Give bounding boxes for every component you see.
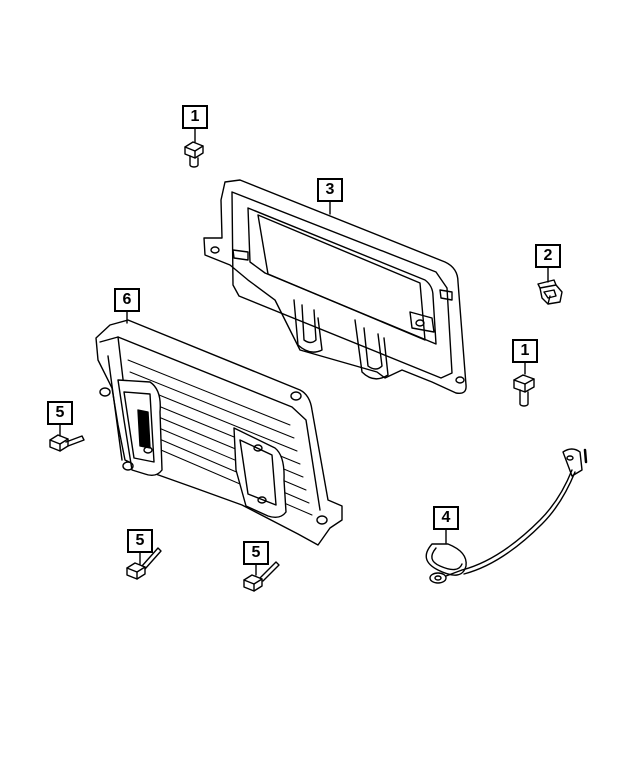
callout-5-center: 5: [127, 529, 153, 553]
bracket-plate-icon: [203, 179, 467, 395]
callout-6: 6: [114, 288, 140, 312]
callout-4: 4: [433, 506, 459, 530]
callout-5-right: 5: [243, 541, 269, 565]
bolt-5-right-icon: [243, 561, 280, 592]
control-module-icon: [95, 319, 343, 546]
callout-1-right: 1: [512, 339, 538, 363]
clip-icon: [537, 279, 563, 305]
callout-3: 3: [317, 178, 343, 202]
bolt-1-top-icon: [184, 141, 204, 168]
bolt-5-center-icon: [126, 547, 162, 580]
bolt-5-left-icon: [49, 434, 85, 452]
callout-2: 2: [535, 244, 561, 268]
callout-5-left: 5: [47, 401, 73, 425]
callout-1-top: 1: [182, 105, 208, 129]
ground-strap-icon: [425, 448, 588, 584]
bolt-1-right-icon: [513, 374, 535, 407]
